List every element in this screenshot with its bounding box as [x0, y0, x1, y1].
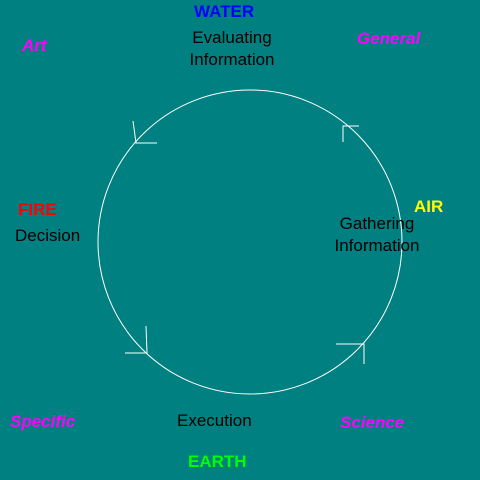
label-earth: EARTH — [188, 452, 247, 471]
process-gathering-line2: Information — [334, 236, 420, 255]
corner-general: General — [357, 29, 421, 48]
process-decision: Decision — [15, 226, 81, 245]
arrow-top-right — [342, 125, 359, 142]
corner-science: Science — [340, 413, 405, 432]
arrow-bottom-right — [336, 343, 365, 364]
process-execution: Execution — [177, 411, 252, 430]
arrow-bottom-left — [125, 325, 148, 354]
label-water: WATER — [194, 2, 255, 21]
process-evaluating-line2: Information — [189, 50, 275, 69]
label-fire: FIRE — [18, 200, 57, 219]
arrow-top-left — [132, 120, 157, 144]
process-evaluating-line1: Evaluating — [192, 28, 272, 47]
process-gathering-information: Gathering Information — [319, 213, 435, 257]
process-evaluating-information: Evaluating Information — [174, 27, 290, 71]
corner-specific: Specific — [10, 412, 76, 431]
corner-art: Art — [22, 36, 47, 55]
process-gathering-line1: Gathering — [339, 214, 415, 233]
cycle-circle — [97, 89, 403, 395]
label-air: AIR — [414, 197, 444, 216]
